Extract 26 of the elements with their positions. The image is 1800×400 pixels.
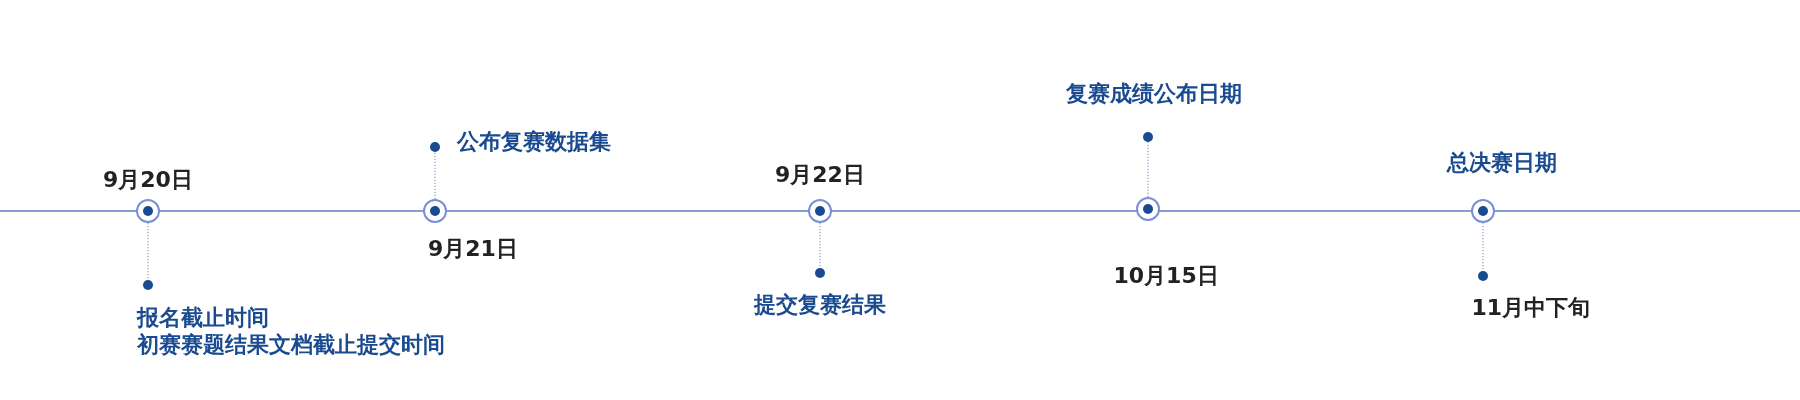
- milestone-marker: [1471, 199, 1495, 223]
- event-dot: [143, 280, 153, 290]
- milestone-marker: [808, 199, 832, 223]
- event-label: 公布复赛数据集: [457, 129, 611, 155]
- leader-line: [147, 222, 149, 281]
- event-dot: [1478, 271, 1488, 281]
- event-label: 复赛成绩公布日期: [1066, 81, 1242, 107]
- leader-line: [434, 151, 436, 200]
- event-dot: [1143, 132, 1153, 142]
- event-label: 初赛赛题结果文档截止提交时间: [137, 332, 445, 358]
- milestone-marker: [423, 199, 447, 223]
- event-dot: [430, 142, 440, 152]
- event-label: 总决赛日期: [1447, 150, 1557, 176]
- milestone-marker: [136, 199, 160, 223]
- leader-line: [1482, 222, 1484, 272]
- event-label: 提交复赛结果: [754, 292, 886, 318]
- leader-line: [819, 222, 821, 269]
- event-dot: [815, 268, 825, 278]
- date-label: 11月中下旬: [1471, 295, 1591, 321]
- date-label: 9月20日: [103, 167, 193, 193]
- date-label: 9月22日: [775, 162, 865, 188]
- milestone-marker: [1136, 197, 1160, 221]
- date-label: 9月21日: [428, 236, 518, 262]
- date-label: 10月15日: [1113, 263, 1219, 289]
- event-label: 报名截止时间: [137, 305, 269, 331]
- leader-line: [1147, 141, 1149, 198]
